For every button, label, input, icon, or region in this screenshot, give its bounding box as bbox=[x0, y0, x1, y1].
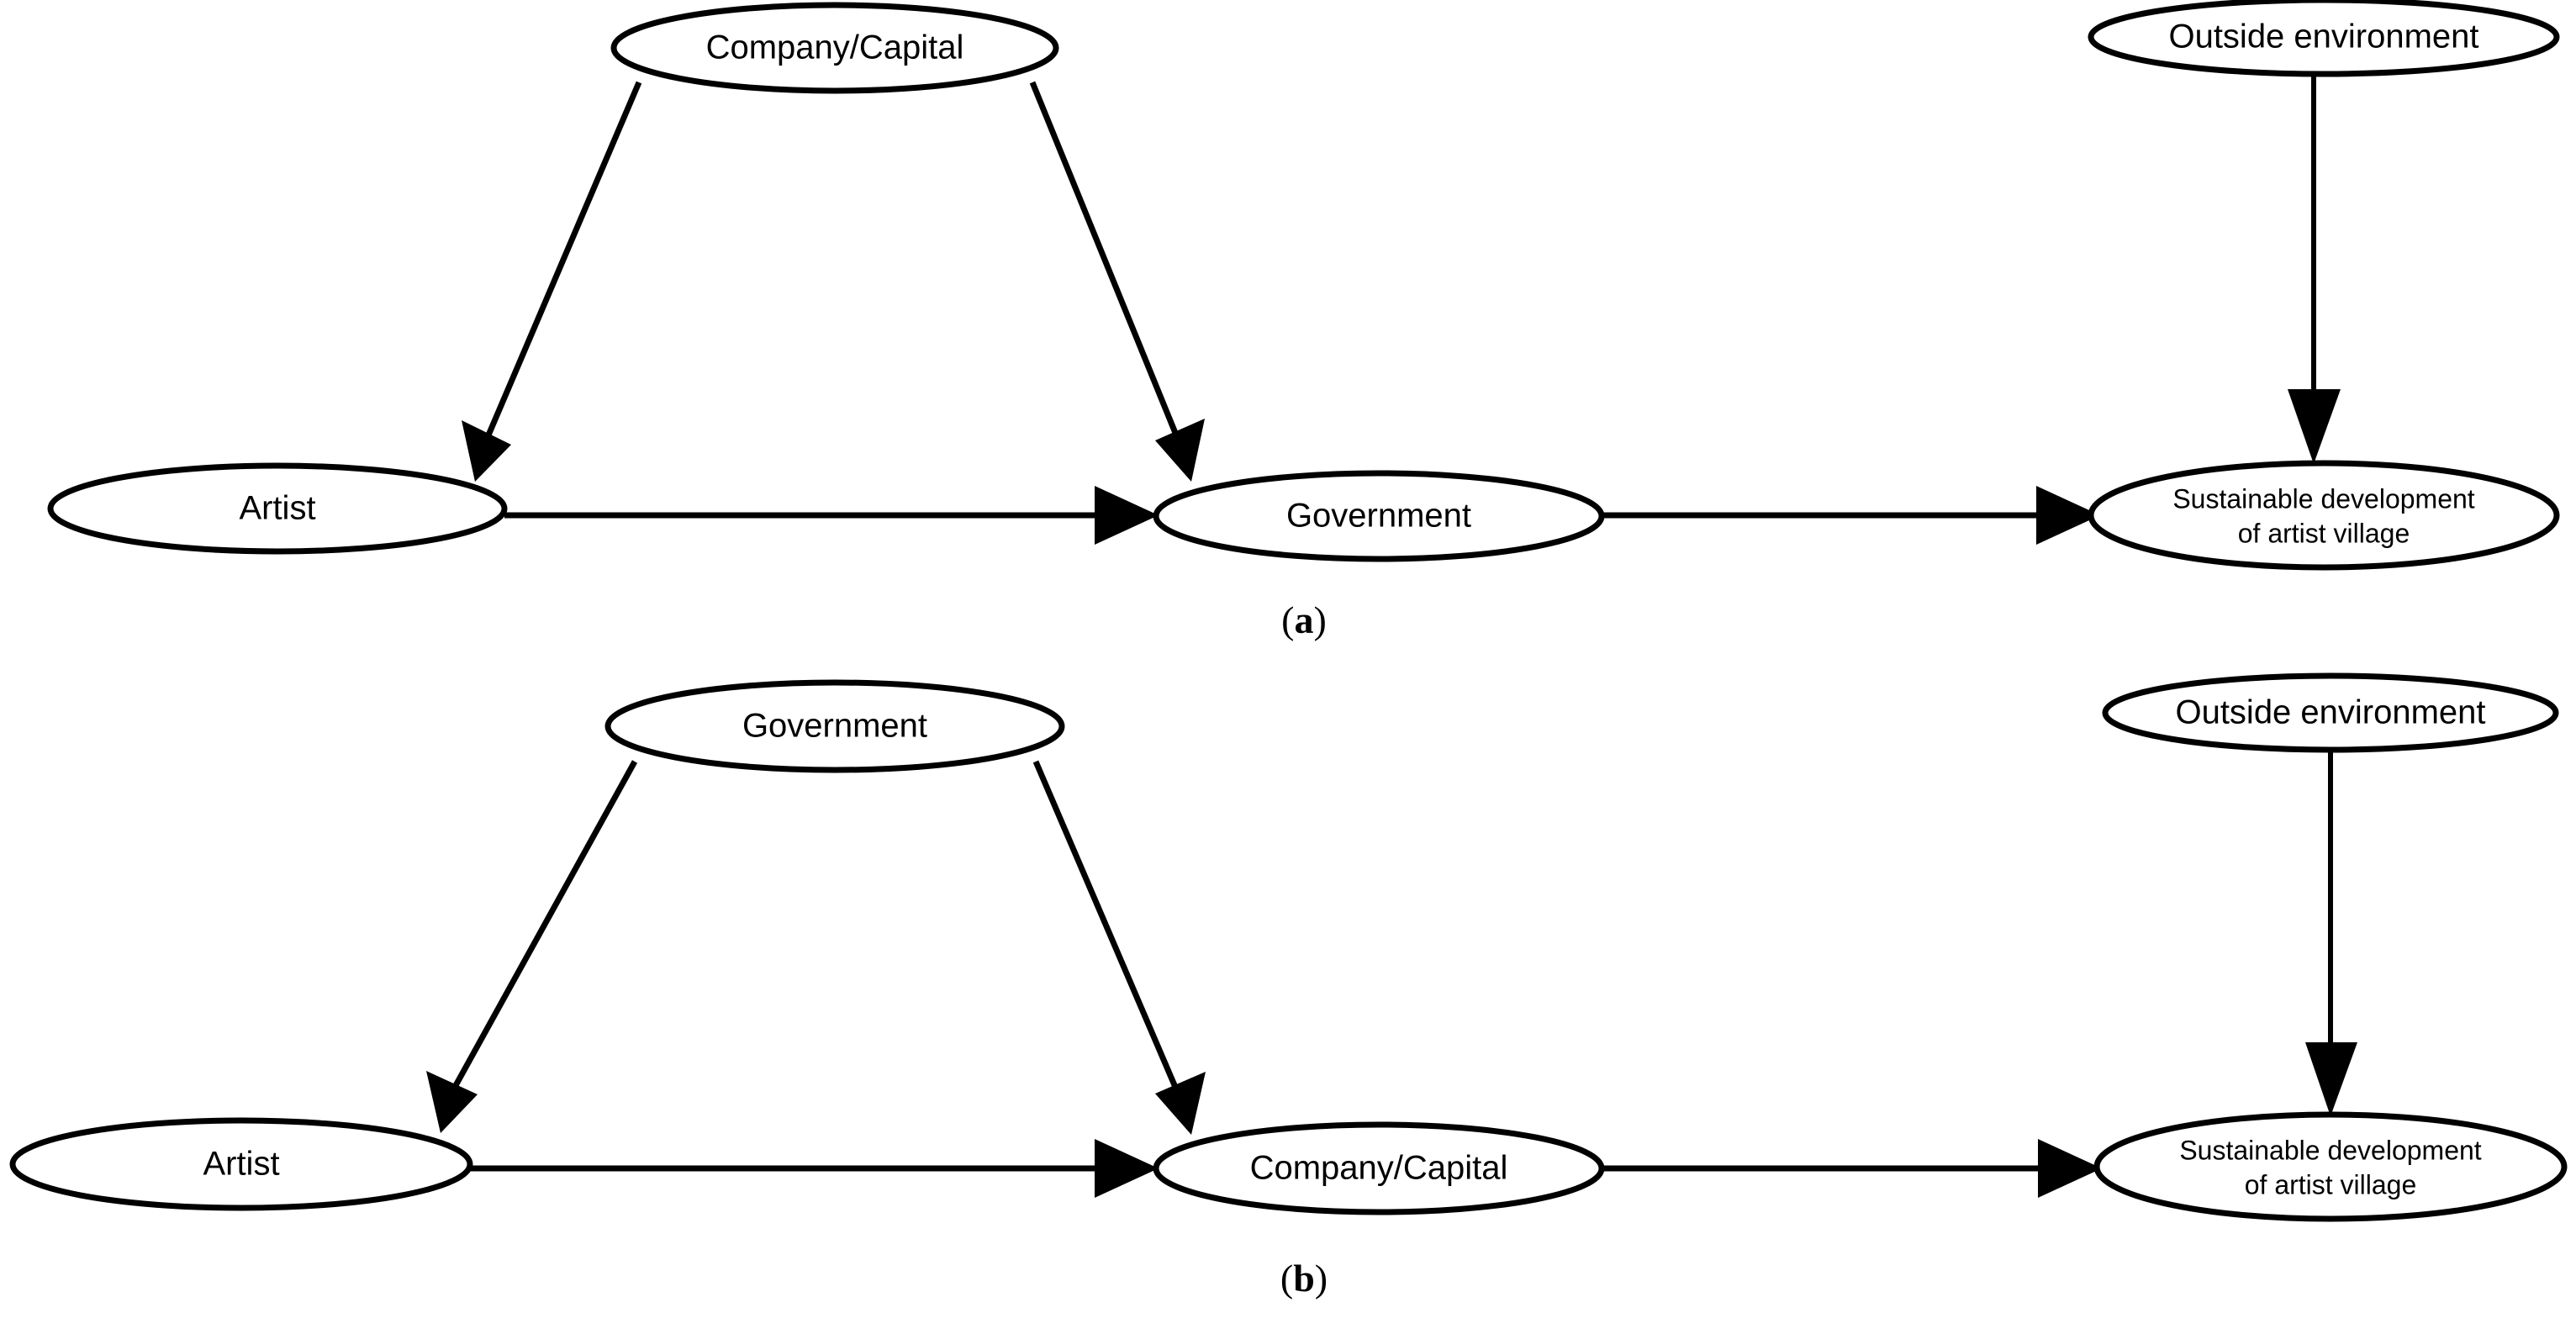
node-label-government-b: Government bbox=[742, 708, 927, 745]
edge-company-to-government-a bbox=[1029, 81, 1205, 482]
panel-caption-b: (b) bbox=[1280, 1257, 1328, 1300]
panel-a: Company/Capital Artist Government Outsid… bbox=[47, 0, 2560, 641]
edge-company-to-sustainable-b bbox=[1602, 1139, 2102, 1198]
node-government-b[interactable]: Government bbox=[604, 679, 1065, 773]
edge-outside-to-sustainable-a bbox=[2288, 75, 2341, 464]
edge-company-to-artist-a bbox=[462, 81, 642, 482]
node-label-sustainable-line1-b: Sustainable development bbox=[2179, 1135, 2481, 1165]
node-company-capital-a[interactable]: Company/Capital bbox=[610, 2, 1059, 94]
node-artist-a[interactable]: Artist bbox=[47, 462, 508, 555]
node-label-sustainable-line1-a: Sustainable development bbox=[2172, 483, 2474, 514]
node-government-a[interactable]: Government bbox=[1153, 470, 1605, 562]
node-label-sustainable-line2-b: of artist village bbox=[2245, 1169, 2417, 1199]
node-label-outside-environment-a: Outside environment bbox=[2168, 18, 2478, 55]
panel-caption-a-close: ) bbox=[1314, 598, 1327, 641]
node-outside-environment-b[interactable]: Outside environment bbox=[2102, 672, 2559, 753]
panel-caption-a-open: ( bbox=[1281, 598, 1294, 641]
node-artist-b[interactable]: Artist bbox=[9, 1117, 473, 1211]
node-company-capital-b[interactable]: Company/Capital bbox=[1153, 1121, 1605, 1215]
node-label-sustainable-line2-a: of artist village bbox=[2238, 518, 2410, 548]
edge-government-to-sustainable-a bbox=[1602, 486, 2100, 545]
edge-government-to-artist-b bbox=[426, 760, 638, 1133]
node-sustainable-development-a[interactable]: Sustainable development of artist villag… bbox=[2088, 460, 2560, 571]
node-label-government-a: Government bbox=[1286, 498, 1471, 535]
panel-caption-a: (a) bbox=[1281, 598, 1327, 641]
panel-caption-b-open: ( bbox=[1280, 1257, 1293, 1300]
edge-outside-to-sustainable-b bbox=[2305, 751, 2357, 1116]
node-label-company-capital-b: Company/Capital bbox=[1250, 1150, 1508, 1187]
node-label-artist-a: Artist bbox=[239, 490, 315, 527]
panel-caption-b-close: ) bbox=[1315, 1257, 1328, 1300]
edge-government-to-company-b bbox=[1032, 760, 1206, 1135]
node-label-company-capital-a: Company/Capital bbox=[706, 29, 964, 66]
node-label-outside-environment-b: Outside environment bbox=[2175, 694, 2485, 731]
node-outside-environment-a[interactable]: Outside environment bbox=[2088, 0, 2560, 77]
edge-artist-to-government-a bbox=[504, 486, 1159, 545]
node-label-artist-b: Artist bbox=[203, 1146, 279, 1183]
panel-b: Government Artist Company/Capital Outsid… bbox=[9, 672, 2568, 1300]
panel-caption-a-letter: a bbox=[1295, 598, 1314, 641]
node-sustainable-development-b[interactable]: Sustainable development of artist villag… bbox=[2093, 1111, 2568, 1222]
edge-artist-to-company-b bbox=[469, 1139, 1159, 1198]
panel-caption-b-letter: b bbox=[1293, 1257, 1315, 1300]
